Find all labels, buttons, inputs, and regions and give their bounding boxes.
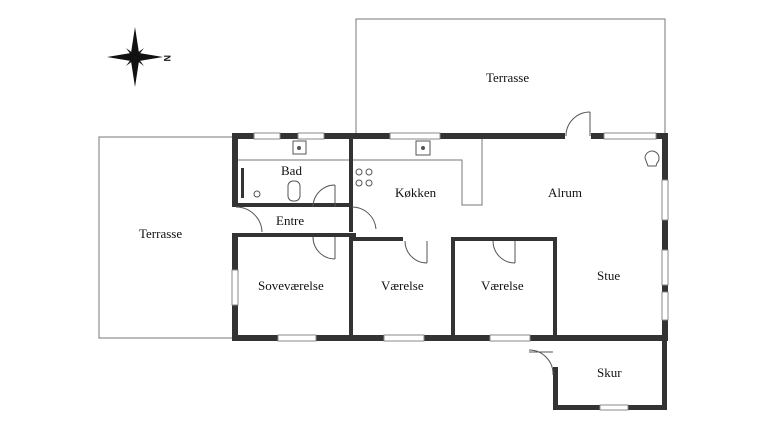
room-label-terrasse-top: Terrasse [486, 70, 529, 85]
room-label-kokken: Køkken [395, 185, 437, 200]
room-label-alrum: Alrum [548, 185, 582, 200]
room-label-bad: Bad [281, 163, 302, 178]
room-label-terrasse-left: Terrasse [139, 226, 182, 241]
room-label-entre: Entre [276, 213, 304, 228]
compass-rose-icon [107, 27, 163, 87]
room-label-sovevaerelse: Soveværelse [258, 278, 324, 293]
room-label-stue: Stue [597, 268, 620, 283]
room-label-skur: Skur [597, 365, 622, 380]
room-label-vaerelse-1: Værelse [381, 278, 424, 293]
compass-north-label: N [162, 55, 172, 62]
room-label-vaerelse-2: Værelse [481, 278, 524, 293]
